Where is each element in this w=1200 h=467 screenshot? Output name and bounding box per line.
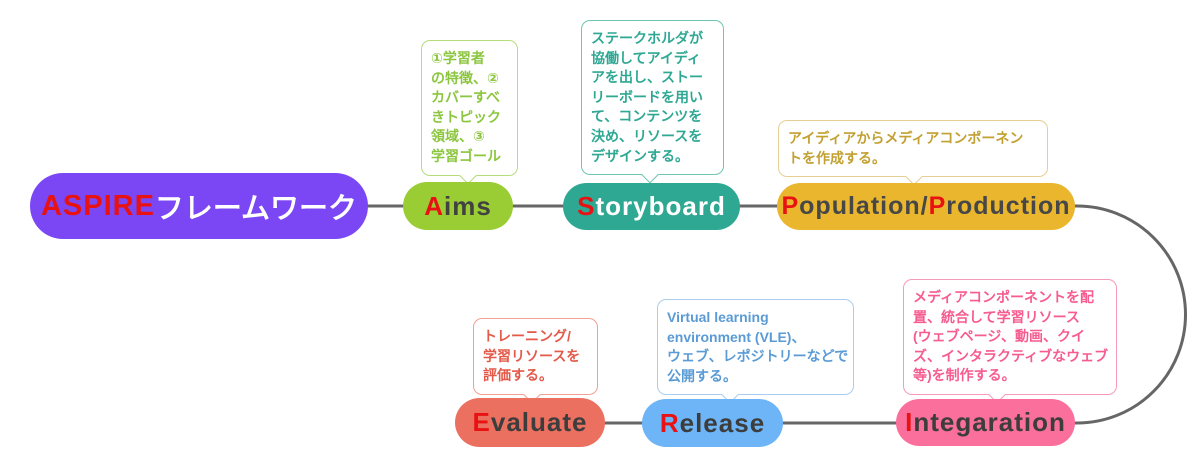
- note-text: メディアコンポーネントを配置、統合して学習リソース(ウェブページ、動画、クイズ、…: [913, 289, 1109, 384]
- note-evaluate: トレーニング/学習リソースを評価する。: [473, 318, 598, 404]
- note-integaration: メディアコンポーネントを配置、統合して学習リソース(ウェブページ、動画、クイズ、…: [903, 279, 1117, 404]
- note-text: ステークホルダが協働してアイディアを出し、ストーリーボードを用いて、コンテンツを…: [591, 30, 703, 164]
- node-label-initial: P: [928, 192, 947, 220]
- node-title-highlight: ASPIRE: [40, 189, 155, 222]
- node-label: toryboard: [595, 191, 726, 221]
- node-label: elease: [679, 407, 766, 438]
- node-title-label: フレームワーク: [154, 193, 358, 225]
- node-label-initial: I: [905, 407, 914, 437]
- node-label: ims: [443, 190, 492, 221]
- node-label-initial: R: [659, 407, 680, 438]
- node-label-initial: E: [472, 407, 491, 437]
- note-population-production: アイディアからメディアコンポーネントを作成する。: [778, 120, 1048, 186]
- note-text: アイディアからメディアコンポーネントを作成する。: [788, 130, 1024, 166]
- node-label: ntegaration: [913, 407, 1066, 437]
- node-label-initial: A: [424, 190, 444, 221]
- note-text: トレーニング/学習リソースを評価する。: [483, 328, 581, 384]
- node-label: valuate: [490, 407, 588, 437]
- node-label-initial: S: [577, 191, 596, 221]
- node-label-initial: P: [781, 192, 800, 220]
- node-label: roduction: [946, 192, 1071, 220]
- note-storyboard: ステークホルダが協働してアイディアを出し、ストーリーボードを用いて、コンテンツを…: [581, 20, 724, 184]
- node-label: opulation/: [799, 192, 929, 220]
